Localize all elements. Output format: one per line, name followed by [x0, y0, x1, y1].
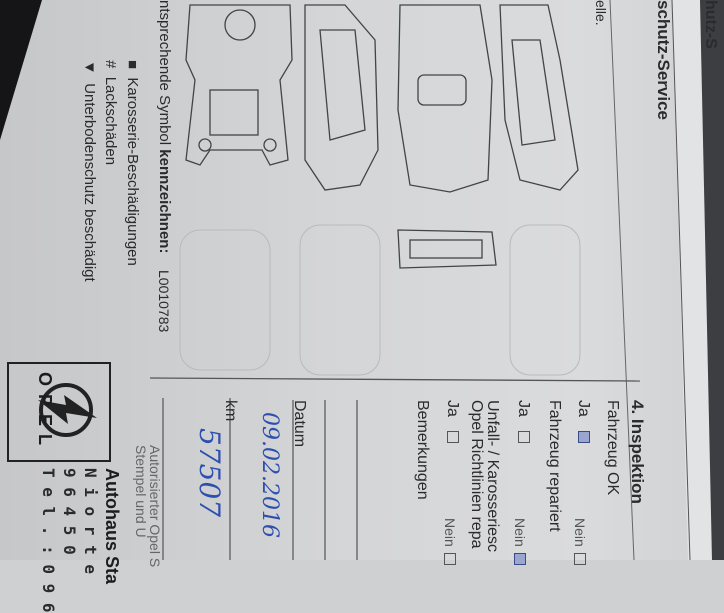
page-graphics [0, 0, 724, 560]
option-label: Ja [444, 400, 461, 417]
guidelines-label: Opel Richtlinien repa [468, 400, 485, 549]
dealer-name: Autohaus Sta [102, 468, 122, 585]
checkbox[interactable] [574, 552, 586, 565]
car-front [397, 229, 497, 269]
diagram-code: L0010783 [156, 270, 172, 333]
car-front-grille [409, 239, 483, 259]
car-side-right [499, 4, 579, 191]
legend-symbol: ■ [124, 60, 141, 70]
km-label: km [222, 400, 239, 422]
stamp-caption: Autorisierter Opel S [147, 445, 163, 568]
text-fragment: elle. [593, 0, 609, 26]
car-wheel [198, 138, 212, 152]
repaired-ja[interactable]: Ja [515, 400, 532, 443]
car-side-right-window [511, 39, 556, 146]
repaired-label: Fahrzeug repariert [546, 400, 563, 532]
car-top [397, 4, 493, 193]
page-edge-line [609, 0, 635, 560]
checkbox[interactable] [447, 430, 459, 443]
legend-symbol: # [102, 60, 119, 69]
car-underside-panel [209, 89, 259, 136]
car-side-left-window [319, 29, 366, 141]
option-label: Ja [575, 400, 592, 417]
page-fold-line [671, 0, 691, 560]
dealer-phone: T e l . : 0 9 6 [39, 468, 58, 613]
legend-heading: ntsprechende Symbol kennzeichnen: [156, 0, 173, 254]
date-label: Datum [291, 400, 308, 448]
faded-car-diagrams [179, 224, 581, 376]
section-title: schutz-Service [654, 0, 673, 120]
checkbox[interactable] [444, 552, 456, 565]
option-label: Nein [512, 518, 528, 547]
option-label: Nein [572, 518, 588, 547]
car-underside [185, 4, 293, 166]
option-label: Nein [442, 518, 458, 547]
car-wheel [263, 138, 277, 152]
accident-label: Unfall- / Karosseriesc [484, 400, 501, 553]
date-value: 09.02.2016 [257, 412, 282, 538]
car-top-roof [417, 74, 467, 106]
accident-ja[interactable]: Ja [444, 400, 461, 443]
checkbox[interactable] [518, 430, 530, 443]
vehicle-ok-label: Fahrzeug OK [604, 400, 621, 496]
vehicle-ok-nein[interactable]: Nein [572, 518, 588, 565]
accident-nein[interactable]: Nein [442, 518, 458, 565]
next-page-edge [672, 0, 712, 560]
km-value: 57507 [193, 428, 226, 518]
opel-logo-text: OPEL [35, 372, 55, 454]
inspection-title: 4. Inspektion [628, 400, 647, 504]
legend-item: ▼ Unterbodenschutz beschädigt [81, 60, 98, 282]
legend-item: ■ Karosserie-Beschädigungen [124, 60, 141, 266]
legend-label: Karosserie-Beschädigungen [124, 77, 141, 266]
legend-label: Lackschäden [102, 76, 119, 166]
remarks-label: Bemerkungen [414, 400, 431, 500]
checkbox-checked[interactable] [578, 430, 590, 443]
checkbox-checked[interactable] [514, 552, 526, 565]
stamp-caption: Stempel und U [133, 445, 149, 538]
opel-logo-icon [38, 383, 97, 437]
legend-symbol: ▼ [81, 60, 98, 75]
legend-label: Unterbodenschutz beschädigt [81, 83, 98, 282]
legend-heading-prefix: ntsprechende Symbol [156, 0, 173, 150]
legend-heading-bold: kennzeichnen: [156, 149, 173, 254]
fabric-background [700, 0, 724, 560]
vehicle-ok-ja[interactable]: Ja [575, 400, 592, 443]
dark-corner [0, 0, 42, 140]
dealer-street: N i o r t e [81, 468, 100, 574]
repaired-nein[interactable]: Nein [512, 518, 528, 565]
next-page-title: hutz-S [702, 0, 719, 49]
car-side-left [304, 4, 379, 191]
car-diagram-top [185, 4, 579, 269]
section-divider [149, 377, 641, 382]
legend-item: # Lackschäden [102, 60, 119, 166]
dealer-zip: 9 6 4 5 0 [60, 468, 79, 555]
option-label: Ja [515, 400, 532, 417]
car-wheel [224, 9, 256, 41]
dealer-stamp-box [7, 362, 111, 462]
service-booklet-page [0, 0, 724, 560]
